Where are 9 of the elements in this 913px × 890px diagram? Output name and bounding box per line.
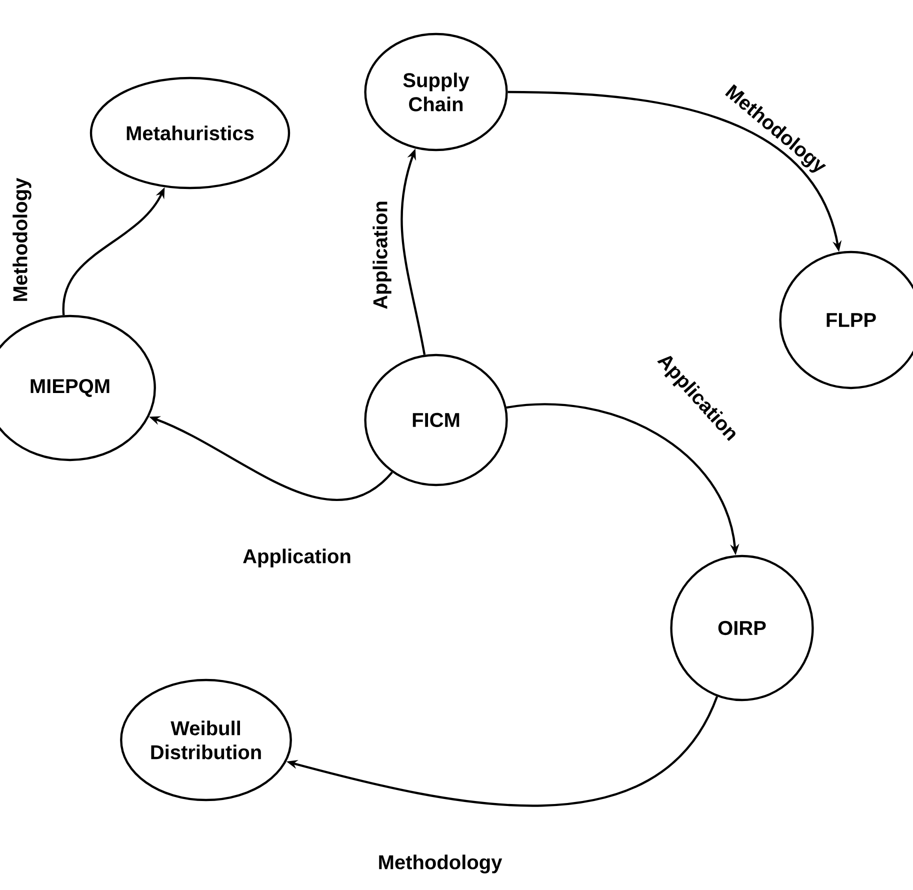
ellipse-node: FICM — [364, 354, 508, 486]
edge-label: Application — [242, 548, 352, 568]
ellipse-node: OIRP — [670, 554, 814, 702]
ellipse-node: Metahuristics — [90, 76, 290, 190]
edge-label: Application — [372, 200, 392, 310]
ellipse-node: Supply Chain — [364, 32, 508, 152]
edge-label: Methodology — [12, 176, 32, 304]
edge-label: Methodology — [376, 854, 504, 874]
ellipse-node: Weibull Distribution — [120, 678, 292, 802]
